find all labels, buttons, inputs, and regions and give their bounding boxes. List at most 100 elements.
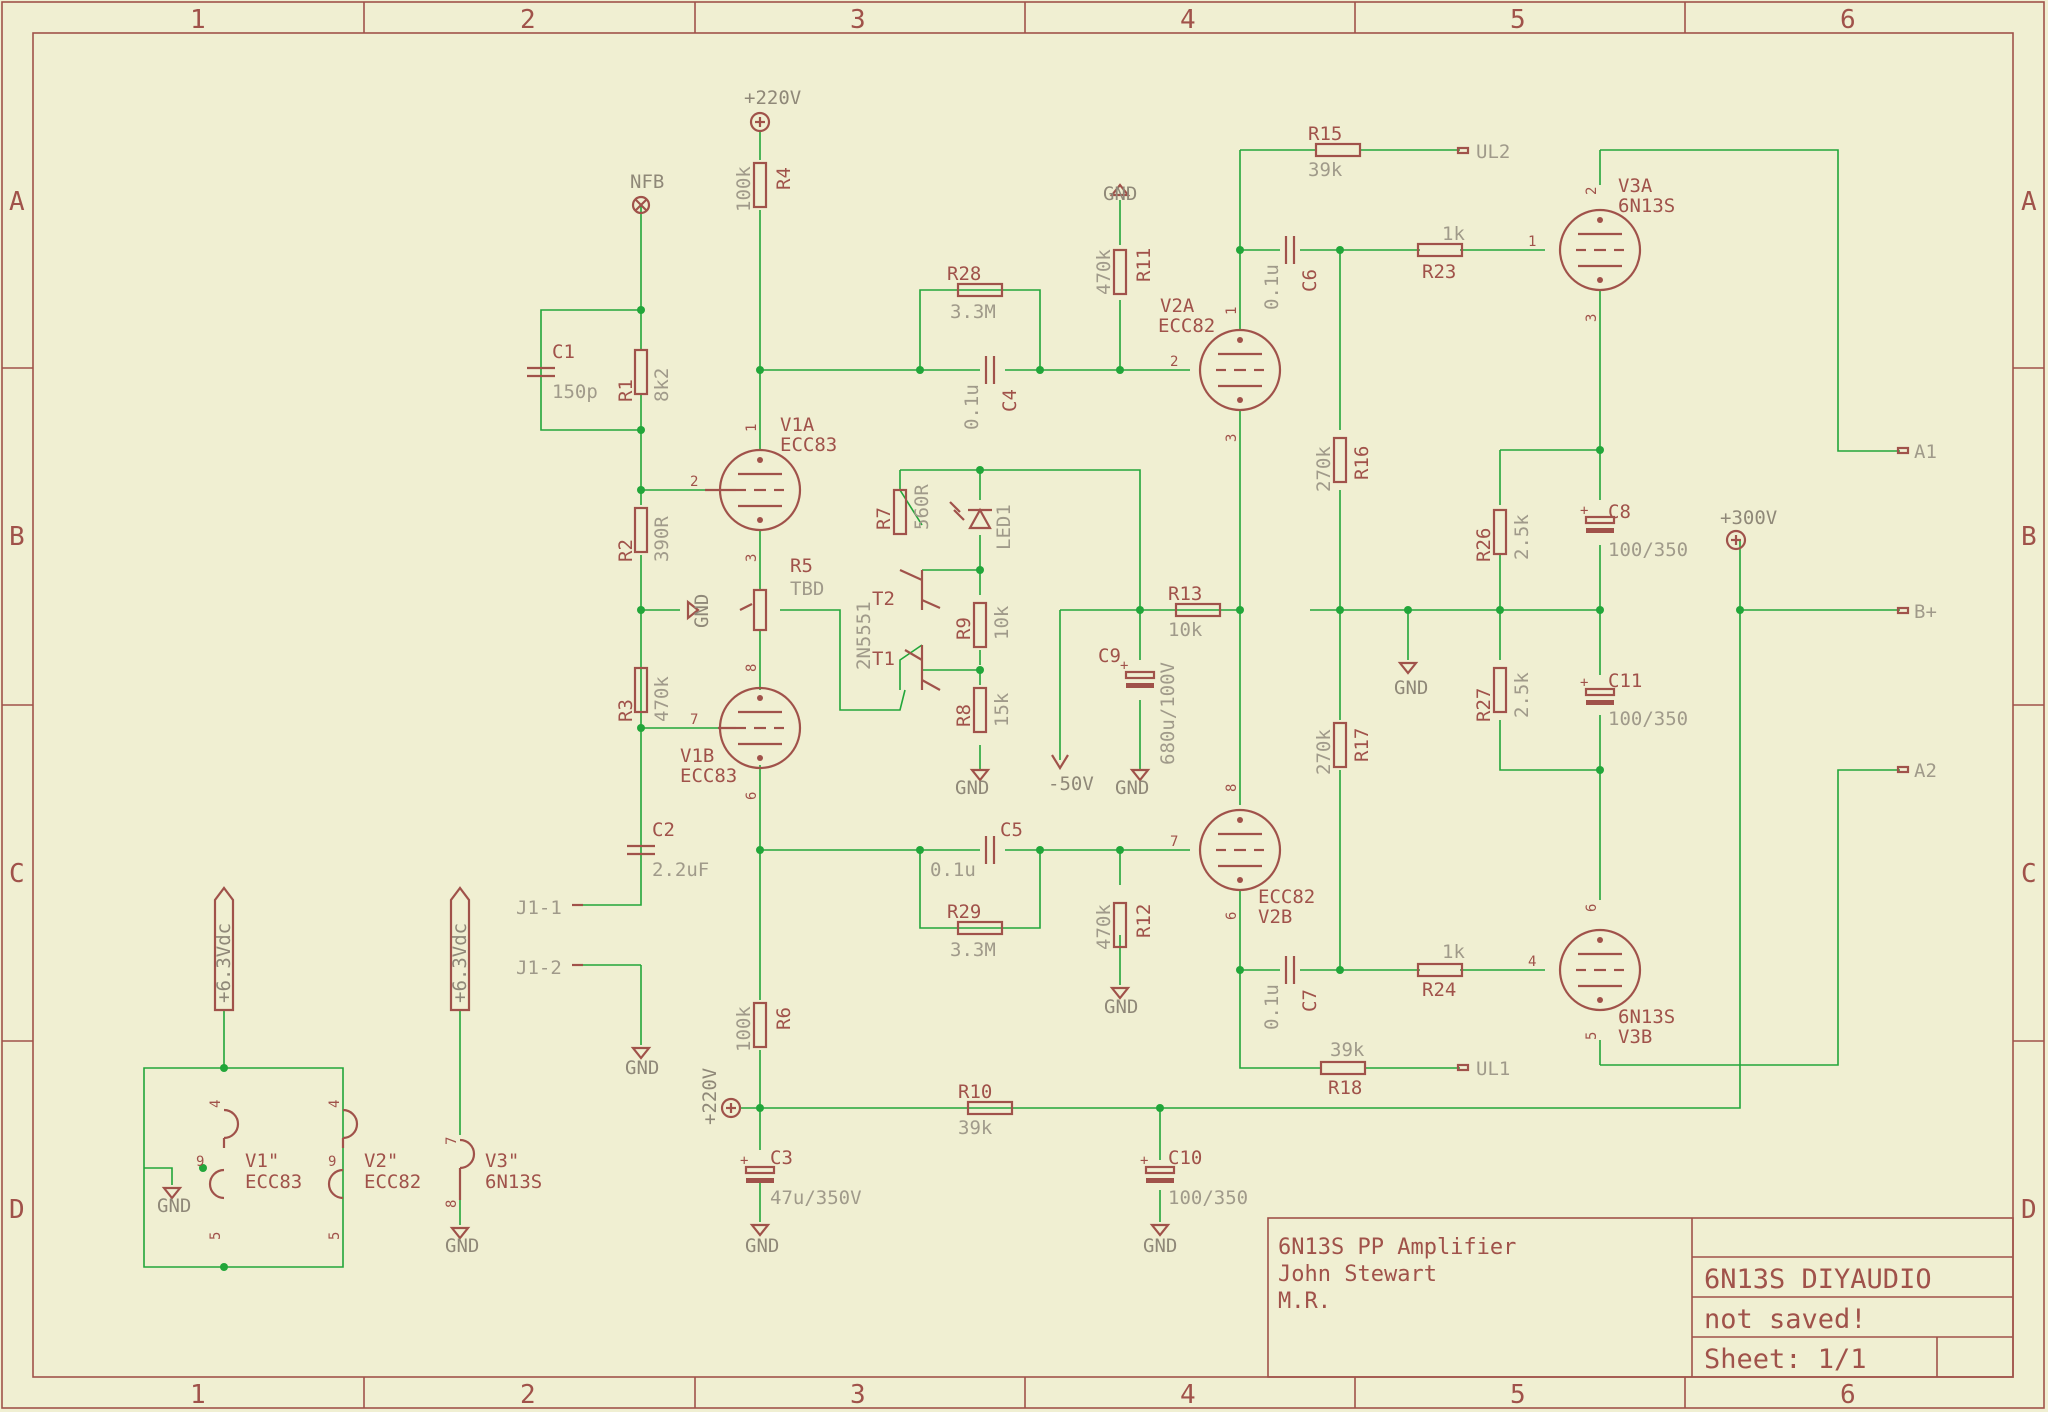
svg-text:R10: R10 [958,1081,992,1103]
frame-column-labels-bottom: 1 2 3 4 5 6 [190,1380,1856,1410]
svg-text:100/350: 100/350 [1608,539,1688,561]
svg-text:1: 1 [1224,307,1240,315]
svg-text:0.1u: 0.1u [1261,984,1283,1030]
svg-text:R2: R2 [615,539,637,562]
svg-text:C11: C11 [1608,670,1642,692]
title-block: 6N13S PP Amplifier John Stewart M.R. 6N1… [1267,1217,2014,1378]
svg-text:UL2: UL2 [1476,141,1510,163]
row-label: C [2021,859,2037,889]
svg-text:+6.3Vdc: +6.3Vdc [213,923,235,1003]
svg-text:2: 2 [690,474,698,490]
row-label: D [9,1195,25,1225]
heater-v3: V3"6N13S 7 8 [444,1137,542,1208]
svg-text:J1-2: J1-2 [516,957,562,979]
col-label: 1 [190,5,206,35]
svg-text:ECC83: ECC83 [680,765,737,787]
svg-text:1: 1 [744,424,760,432]
svg-text:5: 5 [208,1232,224,1240]
transistor-t1: T1 2N5551 [853,601,941,691]
svg-text:R17: R17 [1351,728,1373,762]
gnd-symbols: GND GND GND GND GND GND GND GND GND GND … [157,183,1428,1257]
svg-text:ECC82: ECC82 [1158,315,1215,337]
col-label: 5 [1510,1380,1526,1410]
svg-text:270k: 270k [1313,446,1335,492]
svg-text:NFB: NFB [630,171,664,193]
svg-text:R3: R3 [615,699,637,722]
svg-text:0.1u: 0.1u [930,859,976,881]
svg-text:8: 8 [1224,784,1240,792]
svg-text:ECC83: ECC83 [780,434,837,456]
title-status: not saved! [1704,1304,1867,1335]
svg-text:100k: 100k [733,166,755,212]
resistor-r1: R1 8k2 [615,348,673,402]
row-label: A [2021,187,2037,217]
svg-text:V2A: V2A [1160,295,1195,317]
svg-text:R1: R1 [615,379,637,402]
svg-text:C4: C4 [999,389,1021,412]
svg-text:R24: R24 [1422,979,1456,1001]
col-label: 6 [1840,1380,1856,1410]
title-initials: M.R. [1278,1289,1331,1314]
svg-text:R18: R18 [1328,1077,1362,1099]
svg-text:8k2: 8k2 [651,368,673,402]
svg-text:100/350: 100/350 [1168,1187,1248,1209]
capacitor-c5: C50.1u [930,819,1023,881]
svg-text:5: 5 [1584,1032,1600,1040]
svg-text:R27: R27 [1473,688,1495,722]
supply-b220-low: +220V [699,1068,742,1125]
svg-text:100k: 100k [733,1006,755,1052]
heater-v1: V1"ECC83 4 9 5 [196,1100,302,1240]
svg-text:8: 8 [444,1200,460,1208]
port-ul1: UL1 [1456,1058,1510,1080]
supply-neg50: -50V [1048,754,1094,795]
supply-b220-top: +220V [744,87,801,133]
heater-v2: V2"ECC82 4 9 5 [327,1100,421,1240]
port-a1: A1 [1896,441,1937,463]
svg-text:+220V: +220V [744,87,801,109]
svg-text:6N13S: 6N13S [1618,1006,1675,1028]
title-author: John Stewart [1278,1262,1437,1287]
svg-text:R28: R28 [947,263,981,285]
svg-text:2.2uF: 2.2uF [652,859,709,881]
svg-text:6: 6 [744,792,760,800]
svg-text:0.1u: 0.1u [1261,264,1283,310]
svg-text:6N13S: 6N13S [1618,195,1675,217]
svg-text:2: 2 [1584,187,1600,195]
col-label: 2 [520,1380,536,1410]
col-label: 1 [190,1380,206,1410]
svg-text:V2": V2" [364,1150,398,1172]
svg-text:GND: GND [955,777,989,799]
svg-text:15k: 15k [991,692,1013,727]
port-a2: A2 [1896,760,1937,782]
svg-text:GND: GND [1103,183,1137,205]
svg-text:ECC82: ECC82 [364,1171,421,1193]
title-sheet: Sheet: 1/1 [1704,1344,1867,1375]
svg-text:V3": V3" [485,1150,519,1172]
svg-text:T1: T1 [872,648,895,670]
svg-text:560R: 560R [911,484,933,530]
row-label: C [9,859,25,889]
svg-text:GND: GND [1104,996,1138,1018]
heater-supply-b: +6.3Vdc [449,886,471,1012]
supply-b300: +300V [1720,507,1777,551]
svg-text:7: 7 [444,1137,460,1145]
svg-text:T2: T2 [872,588,895,610]
svg-text:R9: R9 [953,617,975,640]
